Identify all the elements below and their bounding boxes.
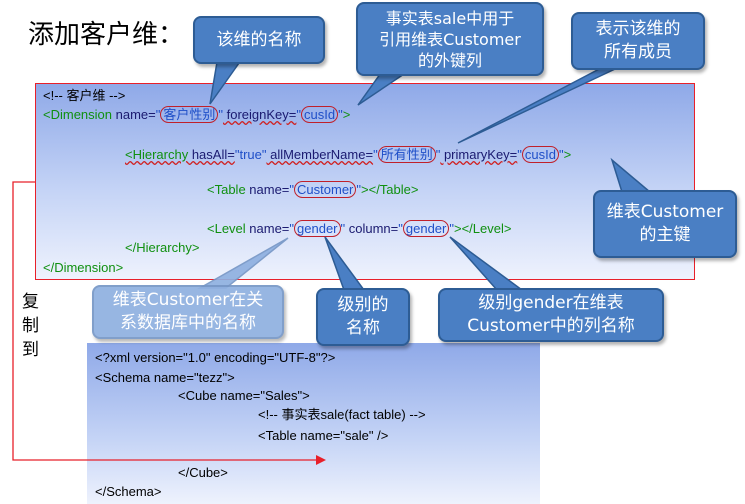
- table-line: <Table name="Customer"></Table>: [207, 181, 419, 198]
- hierarchy-tag: <Hierarchy: [125, 147, 189, 162]
- callout-tail-primary-key: [610, 157, 653, 193]
- copy-arrowhead: [316, 455, 326, 465]
- page-title: 添加客户维：: [28, 20, 185, 50]
- schema-code-panel: [87, 343, 540, 504]
- schema-close-tag: </Schema>: [95, 484, 162, 499]
- attr-hasall: hasAll=: [188, 147, 235, 162]
- callout-tail-column-name: [449, 236, 525, 291]
- dimension-close-tag: </Dimension>: [43, 260, 124, 275]
- copy-connector-line: [12, 181, 318, 461]
- callout-foreign-key: 事实表sale中用于 引用维表Customer 的外键列: [356, 2, 544, 76]
- all-member-name-value: 所有性别: [377, 146, 436, 163]
- table-name-value: Customer: [294, 181, 357, 198]
- dimension-line: <Dimension name="客户性别" foreignKey="cusId…: [43, 106, 351, 123]
- dimension-name-value: 客户性别: [160, 106, 219, 123]
- cube-close-tag: </Cube>: [178, 465, 228, 480]
- fact-table-comment: <!-- 事实表sale(fact table) -->: [258, 407, 426, 422]
- callout-column-name: 级别gender在维表 Customer中的列名称: [438, 288, 664, 342]
- level-column-value: gender: [402, 220, 450, 237]
- level-tag: <Level: [207, 221, 246, 236]
- callout-tail-level-name: [324, 236, 366, 291]
- primary-key-value: cusId: [521, 146, 559, 163]
- dimension-tag: <Dimension: [43, 107, 113, 122]
- callout-dimension-name: 该维的名称: [193, 16, 325, 64]
- level-name-value: gender: [294, 220, 341, 237]
- callout-table-name: 维表Customer在关 系数据库中的名称: [92, 285, 284, 339]
- callout-all-members: 表示该维的 所有成员: [571, 12, 705, 70]
- cube-open-tag: <Cube name="Sales">: [178, 388, 310, 403]
- hierarchy-line: <Hierarchy hasAll="true" allMemberName="…: [125, 146, 572, 163]
- foreign-key-value: cusId: [301, 106, 339, 123]
- callout-level-name: 级别的 名称: [316, 288, 410, 346]
- schema-open-tag: <Schema name="tezz">: [95, 370, 235, 385]
- fact-table-tag: <Table name="sale" />: [258, 428, 389, 443]
- attr-name: name=: [112, 107, 156, 122]
- level-line: <Level name="gender" column="gender"></L…: [207, 220, 512, 237]
- attr-foreignkey: foreignKey=: [223, 107, 297, 122]
- callout-tail-table-name: [197, 237, 289, 289]
- copy-to-label: 复 制 到: [22, 292, 39, 360]
- dimension-code-panel: [35, 83, 695, 280]
- attr-primarykey: primaryKey=: [440, 147, 518, 162]
- callout-primary-key: 维表Customer 的主键: [593, 190, 737, 258]
- xml-declaration: <?xml version="1.0" encoding="UTF-8"?>: [95, 350, 336, 365]
- dimension-comment: <!-- 客户维 -->: [43, 88, 126, 103]
- hierarchy-close-tag: </Hierarchy>: [125, 240, 200, 255]
- table-tag: <Table: [207, 182, 246, 197]
- attr-allmembername: allMemberName=: [266, 147, 374, 162]
- hasall-value: "true": [234, 147, 267, 162]
